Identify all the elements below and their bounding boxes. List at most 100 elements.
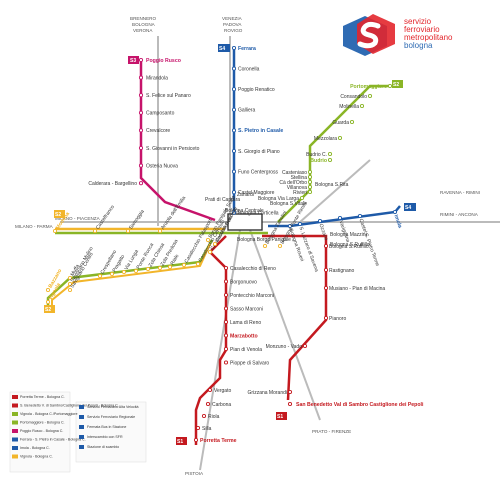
station-s-vitale[interactable]: Bologna S.Vitale [270, 201, 307, 207]
line-badge-s2a[interactable]: S2 [392, 80, 403, 88]
station-dot[interactable] [138, 75, 144, 80]
station-dot[interactable] [367, 93, 373, 99]
station-mezzolara[interactable]: Mezzolara [314, 136, 337, 142]
station-pioppe-di-salvaro[interactable]: Pioppe di Salvaro [230, 360, 269, 366]
station-dot[interactable] [45, 299, 51, 305]
station-dot[interactable] [133, 268, 139, 274]
station-dot[interactable] [307, 174, 313, 180]
station-dot[interactable] [323, 243, 329, 249]
station-dot[interactable] [201, 413, 207, 419]
station-dot[interactable] [349, 119, 355, 125]
station-dot[interactable] [195, 425, 201, 431]
station-dot[interactable] [307, 189, 313, 195]
station-casalecchio-di-reno[interactable]: Casalecchio di Reno [230, 266, 276, 272]
station-pontecchio-marconi[interactable]: Pontecchio Marconi [230, 293, 274, 299]
station-dot[interactable] [231, 87, 237, 92]
station-galliera[interactable]: Galliera [238, 108, 255, 114]
station-san-benedetto-val-di-sambro-castiglione-dei-pepoli[interactable]: San Benedetto Val di Sambro Castiglione … [296, 402, 424, 408]
station-dot[interactable] [231, 107, 237, 112]
station-dot[interactable] [231, 169, 237, 174]
station-borgo[interactable]: Bologna Borgo Panigale [237, 237, 291, 243]
station-bologna-via-larga[interactable]: Bologna Via Larga [258, 196, 299, 202]
station-dot[interactable] [138, 110, 144, 115]
station-dot[interactable] [323, 315, 329, 321]
station-camposanto[interactable]: Camposanto [146, 111, 175, 117]
station-budrio[interactable]: Budrio [310, 158, 327, 164]
station-dot[interactable] [138, 128, 144, 133]
station-pianoro[interactable]: Pianoro [329, 316, 346, 322]
station-dot[interactable] [145, 266, 151, 272]
station-dot[interactable] [392, 209, 398, 215]
station-crevalcore[interactable]: Crevalcore [146, 128, 170, 134]
station-dot[interactable] [357, 213, 363, 219]
station-s-rita[interactable]: Bologna S.Rita [315, 182, 349, 188]
station-dot[interactable] [307, 179, 313, 185]
station-dot[interactable] [297, 221, 303, 227]
station-mirandola[interactable]: Mirandola [146, 75, 168, 81]
station-dot[interactable] [207, 249, 213, 255]
station-dot[interactable] [223, 306, 229, 311]
station-dot[interactable] [302, 343, 308, 349]
station-dot[interactable] [337, 135, 343, 141]
station-dot[interactable] [67, 281, 73, 287]
station-dot[interactable] [231, 128, 237, 133]
station-dot[interactable] [387, 83, 393, 89]
station-dot[interactable] [223, 319, 229, 325]
station-coronella[interactable]: Coronella [238, 66, 260, 72]
station-bologna-corticella[interactable]: Bologna Corticella [238, 211, 279, 217]
line-badge-s1b[interactable]: S1 [276, 412, 287, 420]
station-dot[interactable] [205, 401, 211, 407]
station-dot[interactable] [231, 66, 237, 71]
station-samoggia[interactable]: Samoggia [128, 209, 146, 231]
station-castel-maggiore[interactable]: Castel Maggiore [238, 190, 275, 196]
line-badge-s4a[interactable]: S4 [218, 44, 230, 52]
station-sasso-marconi[interactable]: Sasso Marconi [230, 306, 263, 312]
station-riale[interactable]: Riale [170, 253, 181, 266]
line-badge-s3[interactable]: S3 [128, 56, 139, 64]
station-dot[interactable] [231, 45, 237, 51]
station-dot[interactable] [45, 287, 51, 293]
station-monzuno-vado[interactable]: Monzuno - Vado [266, 344, 303, 350]
station-dot[interactable] [231, 210, 237, 215]
station-dot[interactable] [92, 228, 98, 234]
station-molinella[interactable]: Molinella [339, 104, 359, 110]
station-villanova[interactable]: Villanova [287, 185, 307, 191]
station-guarda[interactable]: Guarda [332, 120, 349, 126]
station-dot[interactable] [299, 195, 305, 201]
station-dot[interactable] [157, 228, 163, 234]
station-prati[interactable]: Prati di Caprara [205, 197, 240, 203]
station-dot[interactable] [277, 243, 283, 249]
station-bologna-s-ruffillo[interactable]: Bologna S.Ruffillo [329, 244, 369, 250]
station-dot[interactable] [121, 269, 127, 275]
station-poggio-renatico[interactable]: Poggio Renatico [238, 87, 275, 93]
station-calderara-bargellino[interactable]: Calderara - Bargellino [88, 181, 137, 187]
station-dot[interactable] [138, 93, 144, 98]
station-casteniaso[interactable]: Casteniaso [282, 170, 307, 176]
station-dot[interactable] [109, 271, 115, 277]
station-dot[interactable] [212, 241, 218, 247]
station-funo-centergross[interactable]: Funo Centergross [238, 169, 279, 175]
station-dot[interactable] [138, 181, 144, 186]
station-dot[interactable] [223, 360, 229, 365]
station-dot[interactable] [138, 57, 144, 63]
station-ferrara[interactable]: Ferrara [238, 46, 256, 52]
station-dot[interactable] [195, 261, 201, 267]
station-dot[interactable] [262, 243, 268, 249]
station-dot[interactable] [181, 262, 187, 268]
station-dot[interactable] [193, 437, 199, 443]
station-s-giorgio-di-piano[interactable]: S. Giorgio di Piano [238, 149, 280, 155]
station-dot[interactable] [223, 292, 229, 298]
line-badge-s4b[interactable]: S4 [404, 203, 416, 211]
station-rastignano[interactable]: Rastignano [329, 268, 355, 274]
station-dot[interactable] [323, 285, 329, 291]
station-dot[interactable] [327, 151, 333, 157]
station-zanardi[interactable]: Zanardi [237, 192, 254, 198]
station-dot[interactable] [67, 287, 73, 293]
station-borgonuovo[interactable]: Borgonuovo [230, 279, 257, 285]
station-c-dell-orbo[interactable]: Cà dell'Orbo [279, 180, 307, 186]
station-dot[interactable] [67, 275, 73, 281]
station-pian-di-venola[interactable]: Pian di Venola [230, 347, 262, 353]
station-mazzini[interactable]: Bologna Mazzini [330, 232, 367, 238]
station-dot[interactable] [231, 148, 237, 154]
station-dot[interactable] [138, 163, 144, 168]
